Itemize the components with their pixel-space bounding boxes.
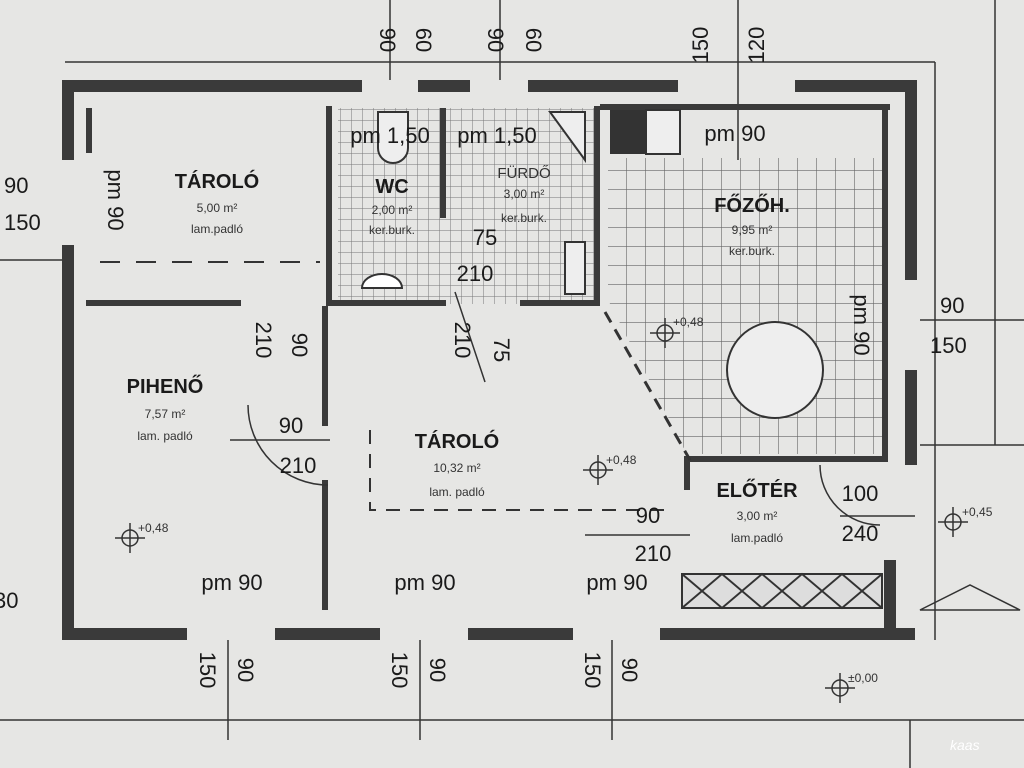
- bottom-dim: 150: [195, 652, 220, 689]
- top-dim: 150: [688, 27, 713, 64]
- room-floor: ker.burk.: [369, 223, 415, 237]
- room-floor: lam. padló: [137, 429, 193, 443]
- top-dim: 90: [375, 28, 400, 52]
- svg-text:+0,45: +0,45: [962, 505, 993, 519]
- room-area: 3,00 m²: [504, 187, 545, 201]
- door-dimensions: 210 90 90 210 75 210 210 75 90 210 100 2…: [251, 225, 878, 566]
- svg-text:+0,48: +0,48: [606, 453, 637, 467]
- window-label: pm 90: [201, 570, 262, 595]
- left-dim: 150: [4, 210, 41, 235]
- window-label: pm 1,50: [457, 123, 537, 148]
- top-dim: 120: [744, 27, 769, 64]
- room-hall: ELŐTÉR 3,00 m² lam.padló: [716, 479, 798, 545]
- room-name: ELŐTÉR: [716, 479, 798, 502]
- level-marker: +0,45: [938, 505, 993, 537]
- room-name: FÜRDŐ: [497, 164, 550, 182]
- door-dim: 75: [473, 225, 497, 250]
- room-name: PIHENŐ: [127, 375, 204, 398]
- window-label: pm 90: [704, 121, 765, 146]
- door-dim: 240: [842, 521, 879, 546]
- room-name: TÁROLÓ: [415, 429, 499, 453]
- left-dim: 30: [0, 588, 18, 613]
- bottom-dim: 90: [617, 658, 642, 682]
- room-name: TÁROLÓ: [175, 169, 259, 193]
- room-floor: ker.burk.: [501, 211, 547, 225]
- level-marker: +0,48: [650, 315, 704, 348]
- room-wc: WC 2,00 m² ker.burk.: [369, 176, 415, 237]
- room-floor: lam. padló: [429, 485, 485, 499]
- door-dim: 210: [450, 322, 475, 359]
- top-dim: 60: [521, 28, 546, 52]
- window-label: pm 1,50: [350, 123, 430, 148]
- room-area: 3,00 m²: [737, 509, 778, 523]
- room-area: 5,00 m²: [197, 201, 238, 215]
- room-floor: lam.padló: [731, 531, 783, 545]
- window-labels: pm 90 pm 1,50 pm 1,50 pm 90 pm 90 pm 90 …: [103, 121, 874, 595]
- right-dim: 150: [930, 333, 967, 358]
- watermark: kaas: [950, 737, 980, 753]
- room-area: 7,57 m²: [145, 407, 186, 421]
- room-name: FŐZŐH.: [714, 194, 790, 217]
- bottom-dim: 150: [387, 652, 412, 689]
- room-rest: PIHENŐ 7,57 m² lam. padló: [127, 375, 204, 443]
- top-dim: 90: [483, 28, 508, 52]
- svg-text:+0,48: +0,48: [673, 315, 704, 329]
- door-dim: 100: [842, 481, 879, 506]
- door-dim: 210: [251, 322, 276, 359]
- room-floor: lam.padló: [191, 222, 243, 236]
- svg-text:+0,48: +0,48: [138, 521, 169, 535]
- room-area: 2,00 m²: [372, 203, 413, 217]
- top-dimensions: 90 60 90 60 150 120: [375, 27, 769, 64]
- bottom-dim: 90: [425, 658, 450, 682]
- room-name: WC: [375, 176, 408, 198]
- bottom-dim: 150: [580, 652, 605, 689]
- door-dim: 210: [635, 541, 672, 566]
- door-dim: 75: [489, 338, 514, 362]
- level-marker: +0,48: [583, 453, 637, 485]
- window-label: pm 90: [103, 169, 128, 230]
- fixtures: [100, 109, 1021, 611]
- level-marker: ±0,00: [825, 671, 878, 703]
- room-storage-large: TÁROLÓ 10,32 m² lam. padló: [415, 429, 499, 499]
- top-dim: 60: [411, 28, 436, 52]
- bottom-dim: 90: [233, 658, 258, 682]
- door-dim: 210: [457, 261, 494, 286]
- room-area: 10,32 m²: [433, 461, 480, 475]
- svg-text:±0,00: ±0,00: [848, 671, 878, 685]
- level-marker: +0,48: [115, 521, 169, 553]
- left-dim: 90: [4, 173, 28, 198]
- room-storage-small: TÁROLÓ 5,00 m² lam.padló: [175, 169, 259, 236]
- walls: [62, 80, 917, 640]
- door-dim: 210: [280, 453, 317, 478]
- side-dimensions: 90 150 30 90 150: [0, 173, 967, 613]
- right-dim: 90: [940, 293, 964, 318]
- room-area: 9,95 m²: [732, 223, 773, 237]
- window-label: pm 90: [849, 294, 874, 355]
- door-dim: 90: [279, 413, 303, 438]
- room-bathroom: FÜRDŐ 3,00 m² ker.burk.: [497, 164, 550, 225]
- door-dim: 90: [287, 333, 312, 357]
- level-markers: +0,48 +0,48 +0,48 +0,45 ±0,00: [115, 315, 993, 703]
- bottom-dimensions: 150 90 150 90 150 90: [195, 652, 642, 689]
- room-floor: ker.burk.: [729, 244, 775, 258]
- room-kitchen: FŐZŐH. 9,95 m² ker.burk.: [714, 194, 790, 258]
- door-dim: 90: [636, 503, 660, 528]
- window-label: pm 90: [586, 570, 647, 595]
- window-label: pm 90: [394, 570, 455, 595]
